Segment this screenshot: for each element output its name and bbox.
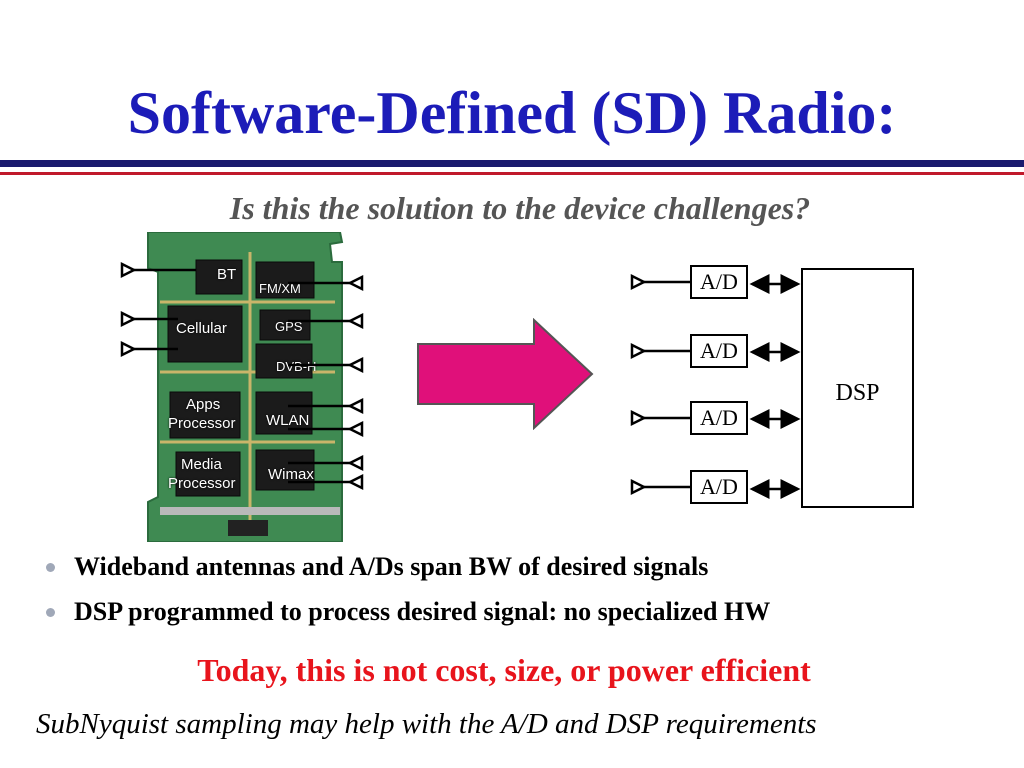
ad-converter-box: A/D: [690, 470, 748, 504]
title-rule-red: [0, 172, 1024, 175]
subtitle: Is this the solution to the device chall…: [229, 190, 811, 226]
dsp-box: DSP: [801, 268, 914, 508]
bullet-item: DSP programmed to process desired signal…: [44, 594, 770, 630]
ad-dsp-connections: [630, 273, 801, 499]
bullet-list: Wideband antennas and A/Ds span BW of de…: [44, 549, 770, 639]
pcb-image: BT FM/XM Cellular GPS DVB-H Apps Process…: [120, 231, 365, 543]
chip-label-apps: Apps: [186, 396, 221, 413]
ad-converter-box: A/D: [690, 401, 748, 435]
bullet-dot-icon: [46, 563, 55, 572]
transition-arrow: [417, 318, 594, 430]
bullet-item: Wideband antennas and A/Ds span BW of de…: [44, 549, 770, 585]
chip-label-bt: BT: [217, 266, 237, 283]
emphasis-note: Today, this is not cost, size, or power …: [197, 652, 811, 688]
ad-converter-box: A/D: [690, 334, 748, 368]
chip-label-gps: GPS: [275, 319, 303, 334]
pcb-board-graphic: [147, 231, 344, 543]
chip-label-wlan: WLAN: [266, 412, 310, 429]
chip-label-media-processor: Processor: [168, 475, 236, 492]
footer-note: SubNyquist sampling may help with the A/…: [36, 708, 817, 740]
chip-label-fmxm: FM/XM: [259, 281, 301, 296]
chip-label-wimax: Wimax: [268, 466, 314, 483]
page-title: Software-Defined (SD) Radio:: [127, 80, 897, 146]
chip-label-cellular: Cellular: [176, 320, 227, 337]
bullet-text: Wideband antennas and A/Ds span BW of de…: [74, 552, 709, 581]
dsp-label: DSP: [835, 380, 880, 406]
chip-label-apps-processor: Processor: [168, 415, 236, 432]
chip-label-dvbh: DVB-H: [276, 359, 317, 374]
chip-label-media: Media: [181, 456, 222, 473]
ad-converter-box: A/D: [690, 265, 748, 299]
title-rule-blue: [0, 160, 1024, 167]
bullet-text: DSP programmed to process desired signal…: [74, 597, 771, 626]
pcb-antenna-lines: [120, 261, 364, 491]
bullet-dot-icon: [46, 608, 55, 617]
